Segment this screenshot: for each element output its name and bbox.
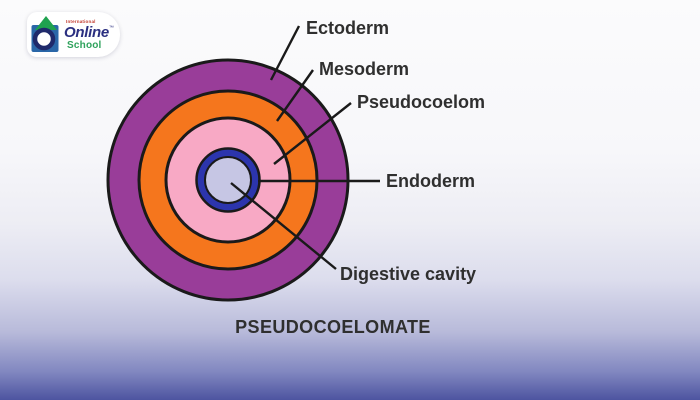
logo-ring-icon (32, 27, 56, 51)
mesoderm-label: Mesoderm (319, 59, 409, 79)
logo-top-text: International (66, 19, 96, 25)
digestive-cavity-label: Digestive cavity (340, 264, 476, 284)
logo-sub-name: School (67, 39, 102, 51)
digestive-cavity-leader-line (230, 182, 337, 270)
logo-text: International Online ™ School (64, 20, 114, 51)
pseudocoelom-leader-line (273, 102, 352, 165)
ectoderm-leader-line (269, 25, 301, 81)
logo-name: Online (64, 23, 109, 41)
diagram-title: PSEUDOCOELOMATE (235, 317, 431, 337)
ectoderm-label: Ectoderm (306, 18, 389, 38)
logo-trademark: ™ (108, 24, 114, 31)
logo-triangle-icon (35, 16, 57, 30)
logo-icon (31, 16, 59, 52)
endoderm-label: Endoderm (386, 171, 475, 191)
online-school-logo: International Online ™ School (27, 12, 120, 57)
digestive-cavity-circle (204, 156, 252, 204)
mesoderm-leader-line (276, 69, 314, 122)
pseudocoelom-label: Pseudocoelom (357, 92, 485, 112)
